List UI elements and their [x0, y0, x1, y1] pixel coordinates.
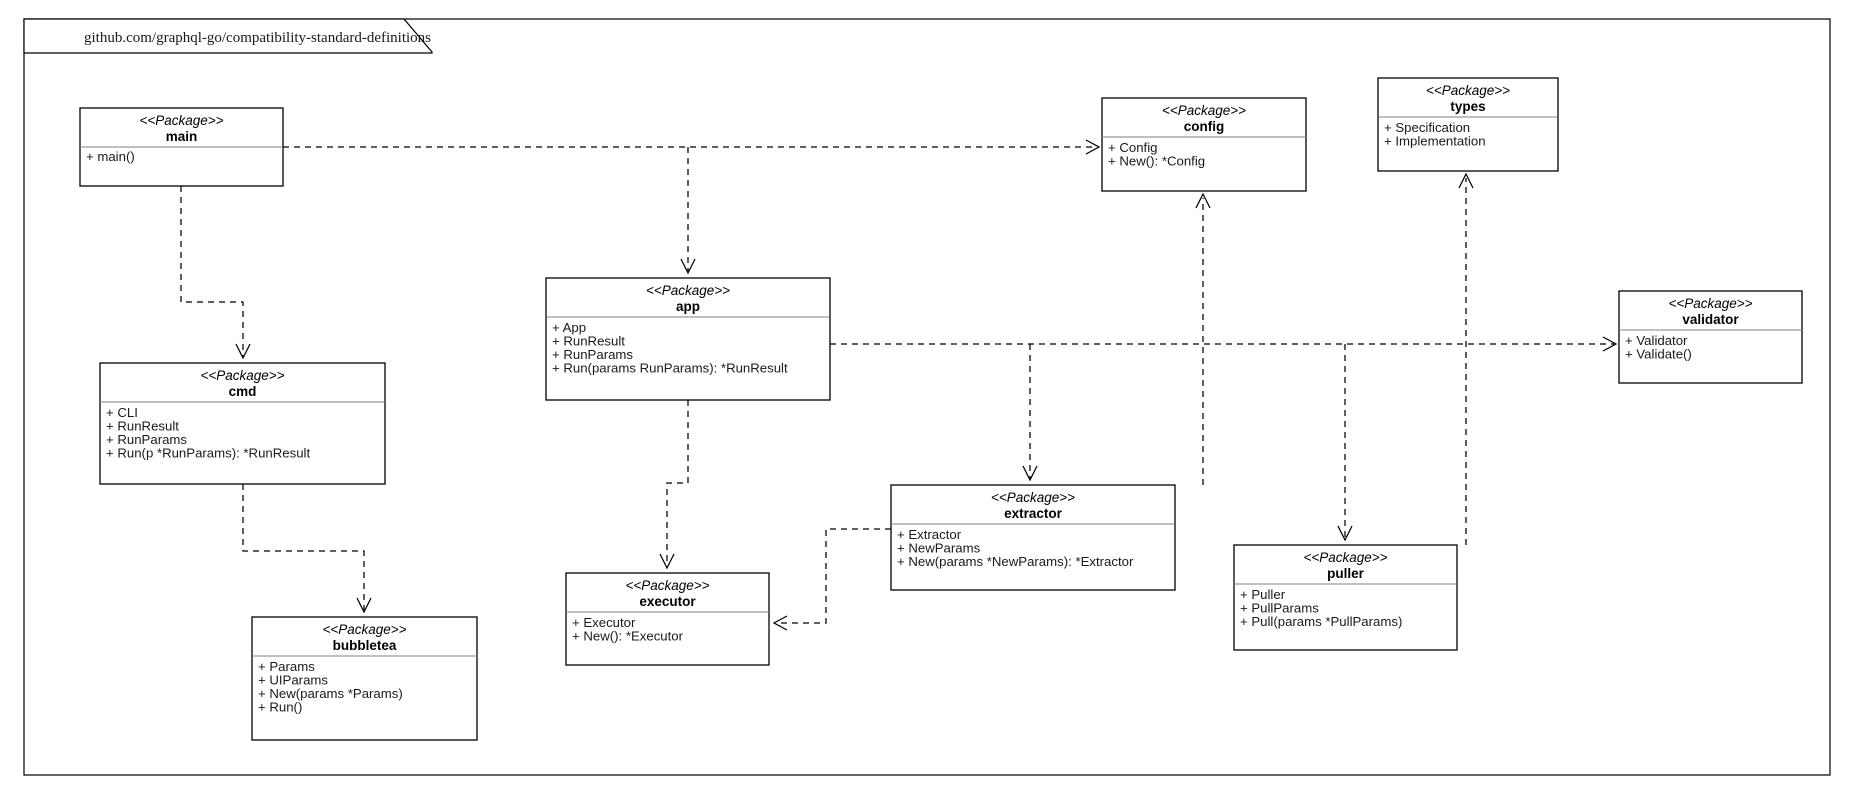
dependency-edges: [180, 139, 1618, 631]
diagram-frame: github.com/graphql-go/compatibility-stan…: [23, 18, 1831, 776]
package-member: + UIParams: [258, 673, 328, 688]
package-title: validator: [1682, 312, 1739, 327]
package-title: executor: [639, 594, 696, 609]
package-stereotype: <<Package>>: [322, 622, 406, 637]
arrowhead-main-to-cmd: [235, 343, 251, 360]
package-member: + Params: [258, 659, 315, 674]
package-nodes: <<Package>> main + main() <<Package>> cm…: [79, 77, 1803, 741]
package-member: + RunResult: [552, 334, 625, 349]
package-member: + Extractor: [897, 527, 962, 542]
package-member: + CLI: [106, 405, 138, 420]
package-member: + Config: [1108, 140, 1158, 155]
package-title: config: [1184, 119, 1225, 134]
package-stereotype: <<Package>>: [139, 113, 223, 128]
package-member: + Run(params RunParams): *RunResult: [552, 361, 788, 376]
package-member: + RunParams: [552, 347, 633, 362]
package-member: + RunResult: [106, 419, 179, 434]
arrowhead-main-to-app: [680, 258, 696, 275]
package-member: + New(): *Executor: [572, 629, 684, 644]
arrowhead-puller-to-types: [1458, 172, 1474, 189]
package-member: + RunParams: [106, 432, 187, 447]
package-member: + PullParams: [1240, 601, 1319, 616]
edge-app-to-executor: [666, 400, 689, 566]
package-app[interactable]: <<Package>> app + App + RunResult + RunP…: [545, 277, 831, 401]
package-member: + NewParams: [897, 541, 981, 556]
package-cmd[interactable]: <<Package>> cmd + CLI + RunResult + RunP…: [99, 362, 386, 485]
package-title: bubbletea: [333, 638, 397, 653]
package-member: + New(): *Config: [1108, 154, 1205, 169]
package-stereotype: <<Package>>: [646, 283, 730, 298]
arrowhead-app-to-executor: [659, 553, 675, 570]
package-member: + Implementation: [1384, 134, 1486, 149]
package-title: main: [166, 129, 198, 144]
package-bubbletea[interactable]: <<Package>> bubbletea + Params + UIParam…: [251, 616, 478, 741]
package-member: + Validator: [1625, 333, 1688, 348]
arrowhead-main-to-config: [1085, 139, 1101, 155]
frame-label: github.com/graphql-go/compatibility-stan…: [84, 30, 431, 46]
package-member: + Puller: [1240, 587, 1286, 602]
package-config[interactable]: <<Package>> config + Config + New(): *Co…: [1101, 97, 1307, 192]
package-stereotype: <<Package>>: [1668, 296, 1752, 311]
package-title: extractor: [1004, 506, 1063, 521]
package-member: + main(): [86, 149, 135, 164]
package-title: cmd: [229, 384, 257, 399]
edge-extractor-to-executor: [776, 528, 891, 624]
package-stereotype: <<Package>>: [1303, 550, 1387, 565]
package-member: + Specification: [1384, 120, 1470, 135]
package-executor[interactable]: <<Package>> executor + Executor + New():…: [565, 572, 770, 666]
package-member: + Run(): [258, 700, 302, 715]
package-member: + Pull(params *PullParams): [1240, 614, 1402, 629]
edge-main-to-cmd: [180, 186, 244, 356]
package-stereotype: <<Package>>: [991, 490, 1075, 505]
package-puller[interactable]: <<Package>> puller + Puller + PullParams…: [1233, 544, 1458, 651]
package-types[interactable]: <<Package>> types + Specification + Impl…: [1377, 77, 1559, 172]
package-member: + Executor: [572, 615, 636, 630]
package-extractor[interactable]: <<Package>> extractor + Extractor + NewP…: [890, 484, 1176, 591]
package-main[interactable]: <<Package>> main + main(): [79, 107, 284, 187]
package-title: puller: [1327, 566, 1365, 581]
package-member: + Run(p *RunParams): *RunResult: [106, 446, 310, 461]
package-title: types: [1450, 99, 1485, 114]
package-member: + App: [552, 320, 586, 335]
edge-cmd-to-bubbletea: [242, 484, 365, 610]
arrowhead-cmd-to-bubbletea: [356, 597, 372, 614]
package-stereotype: <<Package>>: [1162, 103, 1246, 118]
arrowhead-app-to-extractor: [1022, 465, 1038, 482]
package-member: + New(params *NewParams): *Extractor: [897, 554, 1134, 569]
arrowhead-extractor-to-executor: [772, 615, 788, 631]
arrowhead-app-to-puller: [1337, 525, 1353, 542]
package-title: app: [676, 299, 700, 314]
arrowhead-app-to-validator: [1602, 336, 1618, 352]
arrowhead-extractor-to-config: [1195, 192, 1211, 209]
package-stereotype: <<Package>>: [200, 368, 284, 383]
package-member: + Validate(): [1625, 347, 1692, 362]
package-stereotype: <<Package>>: [1426, 83, 1510, 98]
package-member: + New(params *Params): [258, 686, 403, 701]
package-stereotype: <<Package>>: [625, 578, 709, 593]
package-validator[interactable]: <<Package>> validator + Validator + Vali…: [1618, 290, 1803, 384]
